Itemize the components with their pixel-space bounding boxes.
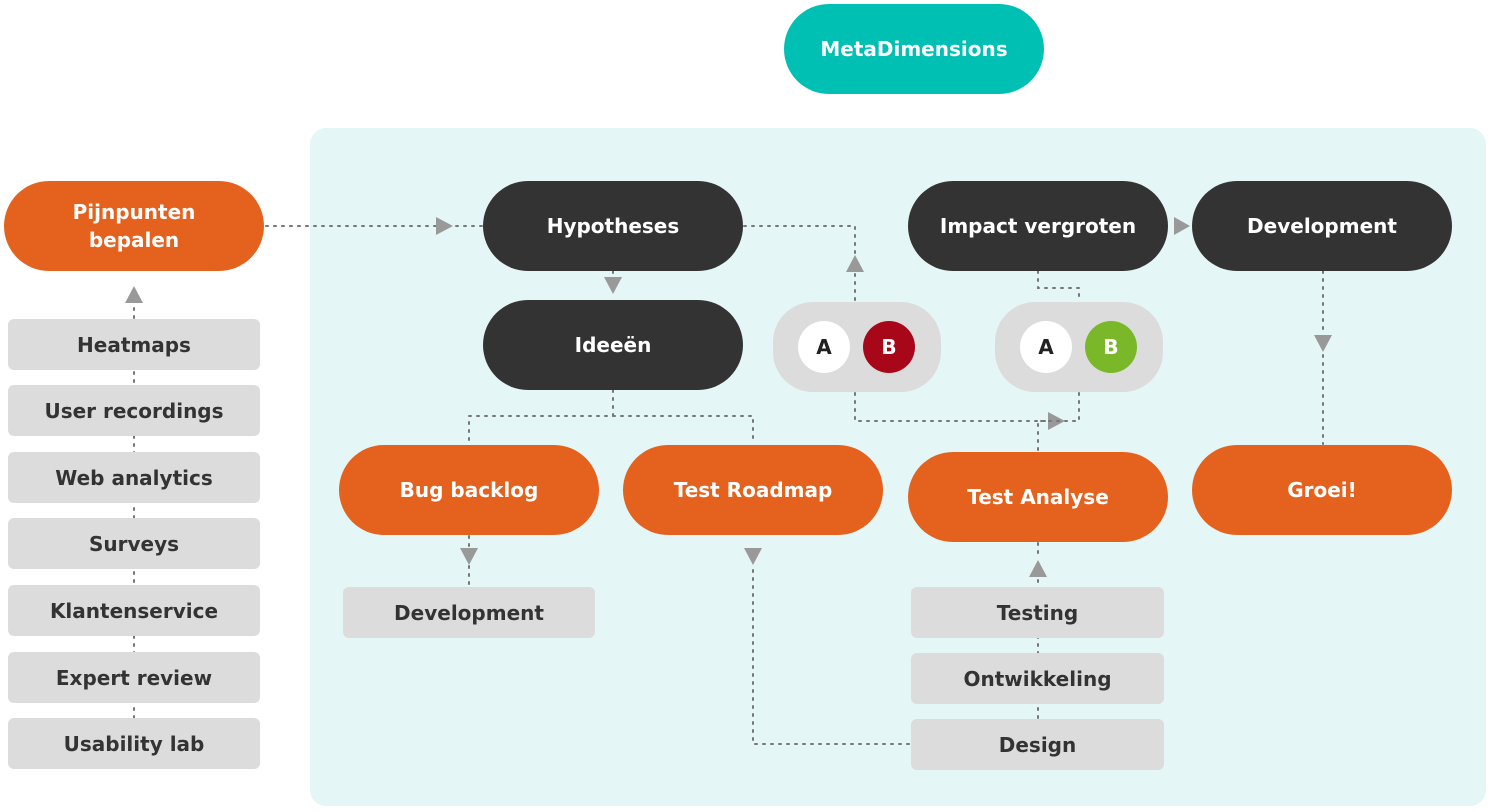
step-design: Design	[911, 719, 1164, 770]
input-klantenservice: Klantenservice	[8, 585, 260, 636]
test-analyse-node: Test Analyse	[908, 452, 1168, 542]
pijnpunten-node: Pijnpunten bepalen	[4, 181, 264, 271]
ideeen-node: Ideeën	[483, 300, 743, 390]
step-testing: Testing	[911, 587, 1164, 638]
input-usability-lab: Usability lab	[8, 718, 260, 769]
hypotheses-node: Hypotheses	[483, 181, 743, 271]
bug-backlog-node: Bug backlog	[339, 445, 599, 535]
input-surveys: Surveys	[8, 518, 260, 569]
impact-vergroten-node: Impact vergroten	[908, 181, 1168, 271]
variant-b-circle: B	[863, 321, 915, 373]
bug-development-box: Development	[343, 587, 595, 638]
input-expert-review: Expert review	[8, 652, 260, 703]
variant-b-circle: B	[1085, 321, 1137, 373]
input-user-recordings: User recordings	[8, 385, 260, 436]
ab-test-1: A B	[773, 302, 941, 392]
groei-node: Groei!	[1192, 445, 1452, 535]
title-pill: MetaDimensions	[784, 4, 1044, 94]
ab-test-2: A B	[995, 302, 1163, 392]
development-node: Development	[1192, 181, 1452, 271]
test-roadmap-node: Test Roadmap	[623, 445, 883, 535]
variant-a-circle: A	[798, 321, 850, 373]
variant-a-circle: A	[1020, 321, 1072, 373]
input-web-analytics: Web analytics	[8, 452, 260, 503]
input-heatmaps: Heatmaps	[8, 319, 260, 370]
step-ontwikkeling: Ontwikkeling	[911, 653, 1164, 704]
